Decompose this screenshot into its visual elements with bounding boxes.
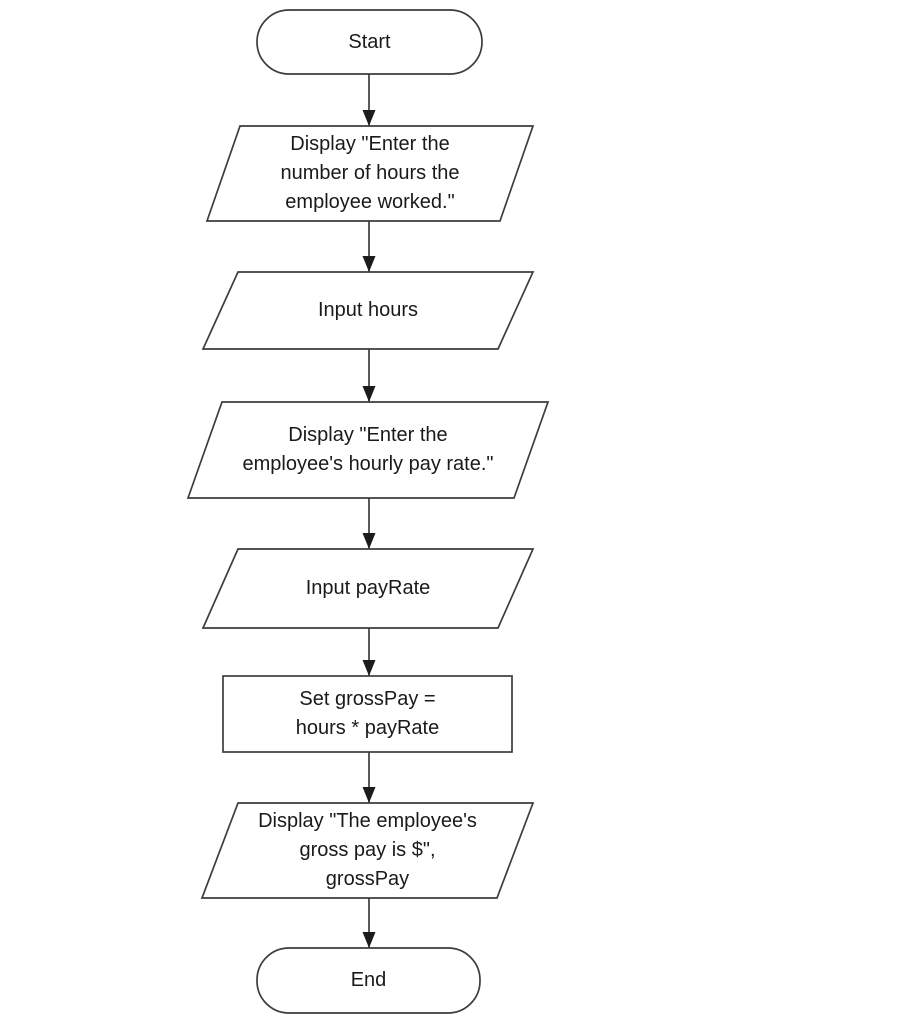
io-input-payrate-shape [201,548,535,629]
terminal-end-shape [256,947,481,1014]
io-display-grosspay-shape [200,802,535,899]
terminal-start-shape [256,9,483,75]
io-input-hours-shape [201,271,535,350]
io-display-payrate-prompt-shape [186,401,550,499]
io-display-hours-prompt-shape [205,125,535,222]
process-set-grosspay-shape [222,675,513,753]
